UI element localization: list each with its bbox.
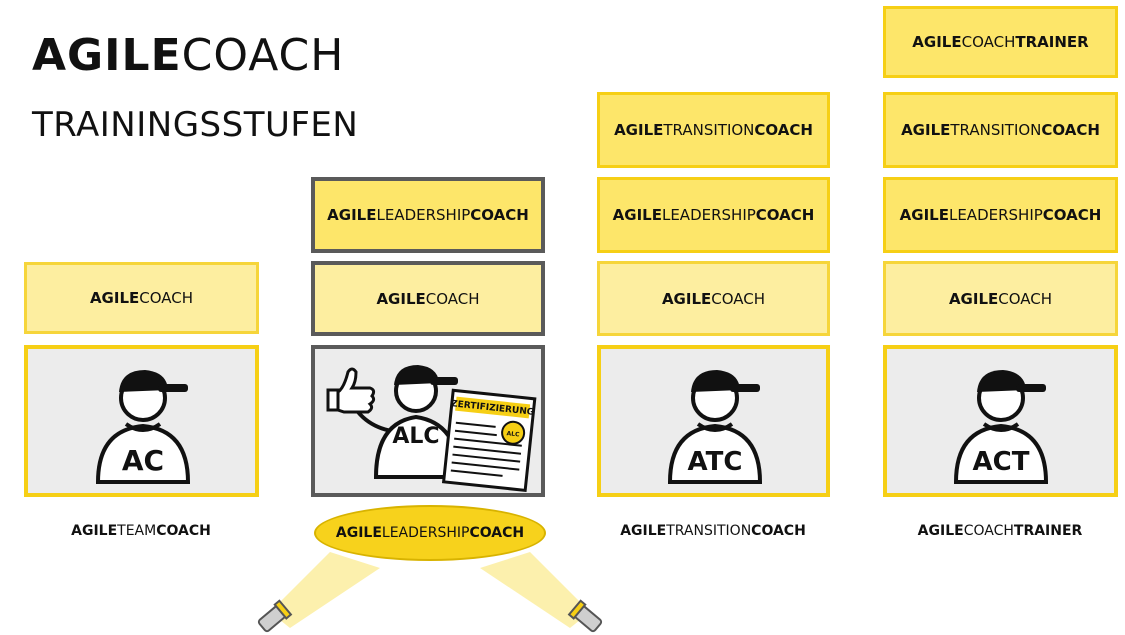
figure-label: ACT [973,447,1030,477]
seal-label: ALC [506,430,520,438]
coach-figure-icon: ACT [953,370,1049,484]
coach-figure-icon: ATC [667,370,763,484]
figure-label: AC [122,444,164,477]
page-title: AGILECOACH [32,30,345,81]
figure-label: ATC [688,447,743,477]
certificate-icon: ZERTIFIZIERUNG ALC [441,388,537,493]
coach-figure-icon: ALC [373,365,463,479]
spotlight-icon [257,552,603,633]
figure-label: ALC [392,424,439,449]
col1-caption: AGILETEAMCOACH [71,523,211,539]
coach-figure-icon: AC [95,370,191,484]
page-subtitle: TRAININGSSTUFEN [32,105,359,145]
col4-caption: AGILECOACHTRAINER [917,523,1083,539]
col3-caption: AGILETRANSITIONCOACH [620,523,806,539]
